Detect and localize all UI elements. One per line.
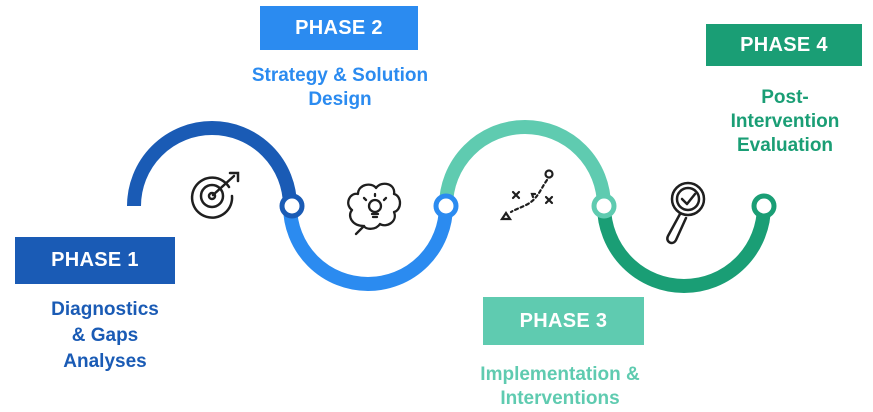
- phase1-desc-line: Analyses: [63, 351, 147, 372]
- phase1-arc: [127, 121, 297, 207]
- phase4-arc: [597, 205, 771, 293]
- strategy-plan-icon: [499, 169, 554, 221]
- phase4-desc-line: Intervention: [730, 111, 840, 132]
- phase2-desc-line: Design: [308, 89, 372, 110]
- phase3-badge: PHASE 3: [483, 297, 644, 345]
- phase2-desc-line: Strategy & Solution: [251, 65, 429, 86]
- phase1-description: Diagnostics & Gaps Analyses: [20, 297, 190, 375]
- phase4-desc-line: Post-: [761, 87, 809, 108]
- phase2-badge: PHASE 2: [260, 6, 418, 50]
- target-dart-icon: [190, 171, 240, 219]
- phase3-desc-line: Interventions: [500, 388, 620, 409]
- node-2: [433, 193, 459, 219]
- node-4: [751, 193, 777, 219]
- phase3-desc-line: Implementation &: [480, 364, 640, 385]
- node-1: [279, 193, 305, 219]
- phase4-desc-line: Evaluation: [736, 135, 834, 156]
- phase2-description: Strategy & Solution Design: [220, 64, 460, 112]
- phase3-description: Implementation & Interventions: [440, 363, 680, 411]
- phase4-badge: PHASE 4: [706, 24, 862, 66]
- phase1-desc-line: Diagnostics: [51, 299, 159, 320]
- phase1-desc-line: & Gaps: [71, 325, 139, 346]
- phase3-arc: [439, 120, 611, 207]
- phase1-badge: PHASE 1: [15, 237, 175, 284]
- lightbulb-thought-icon: [347, 182, 402, 236]
- phase4-description: Post- Intervention Evaluation: [702, 86, 868, 158]
- node-3: [591, 193, 617, 219]
- phase2-arc: [283, 205, 453, 291]
- magnifier-check-icon: [666, 181, 706, 245]
